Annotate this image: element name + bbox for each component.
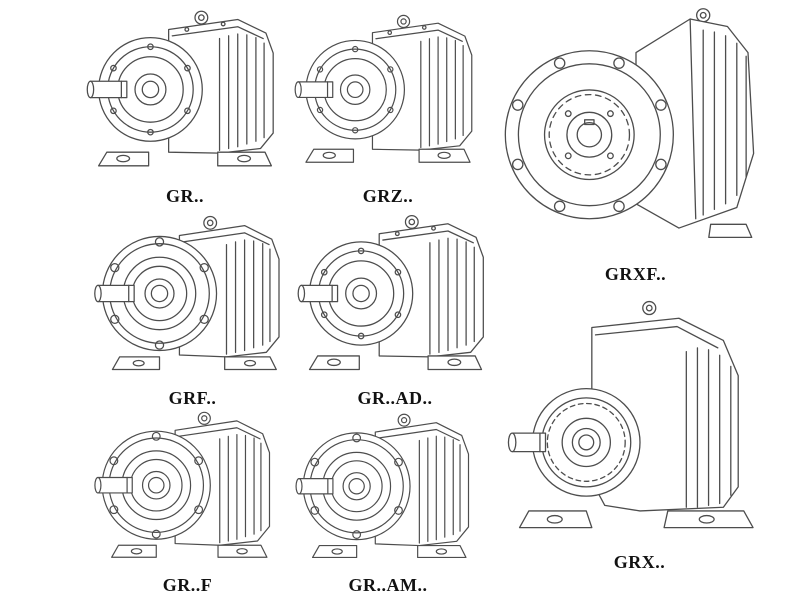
gear-unit-drawing-gram (290, 410, 486, 571)
gear-unit-drawing-grf2 (88, 408, 288, 571)
figure-label-grf2: GR..F (162, 575, 213, 595)
gear-unit-drawing-grz (293, 6, 483, 182)
figure-grad: GR..AD.. (290, 212, 500, 409)
gear-unit-drawing-grad (293, 212, 498, 384)
gear-unit-drawing-grxf (496, 2, 776, 260)
gear-unit-drawing-grx (500, 296, 780, 548)
figure-grz: GRZ.. (293, 6, 483, 207)
figure-label-grxf: GRXF.. (604, 264, 667, 284)
figure-grx: GRX.. (492, 296, 787, 573)
gear-unit-drawing-gr (85, 6, 285, 182)
figure-label-grz: GRZ.. (362, 186, 414, 206)
figure-label-grf: GRF.. (168, 388, 217, 408)
figure-gram: GR..AM.. (288, 410, 488, 596)
figure-grf: GRF.. (85, 212, 300, 409)
figure-label-grad: GR..AD.. (357, 388, 433, 408)
gear-unit-drawing-grf (88, 212, 298, 384)
figure-grxf: GRXF.. (488, 2, 783, 285)
figure-label-gram: GR..AM.. (348, 575, 428, 595)
figure-label-gr: GR.. (166, 186, 204, 206)
figure-gr: GR.. (85, 6, 285, 207)
figure-label-grx: GRX.. (613, 552, 666, 572)
figure-grf2: GR..F (85, 408, 290, 596)
